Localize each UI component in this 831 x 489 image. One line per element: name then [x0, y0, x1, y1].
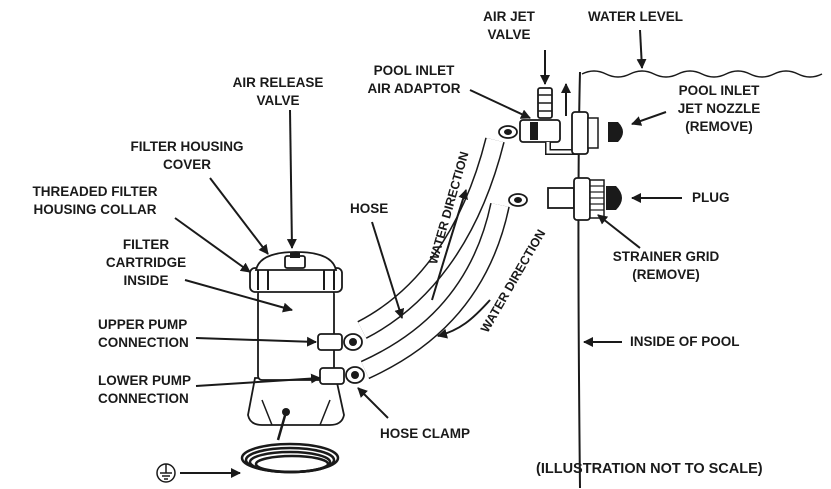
label-upper-pump-connection-line2: CONNECTION: [98, 335, 189, 350]
arrow-water-direction-lower: [437, 299, 491, 339]
label-lower-pump-connection-line2: CONNECTION: [98, 391, 189, 406]
label-air-jet-valve-line2: VALVE: [487, 27, 531, 42]
hose-lower: [360, 202, 510, 380]
arrow-strainer-grid: [597, 214, 641, 249]
label-pool-inlet-air-adaptor-line1: POOL INLET: [373, 63, 455, 78]
filter-pump: [247, 251, 345, 426]
label-plug: PLUG: [692, 189, 730, 207]
air-jet-valve: [537, 87, 553, 119]
hose-clamp-upper-pump: [343, 333, 363, 351]
label-pool-inlet-jet-nozzle-line2: JET NOZZLE: [677, 101, 761, 116]
label-not-to-scale-text: (ILLUSTRATION NOT TO SCALE): [536, 461, 763, 477]
label-plug-text: PLUG: [692, 190, 730, 205]
label-filter-cartridge-inside-line3: INSIDE: [123, 273, 169, 288]
label-inside-of-pool: INSIDE OF POOL: [630, 333, 740, 351]
label-inside-of-pool-text: INSIDE OF POOL: [630, 334, 740, 349]
label-pool-inlet-air-adaptor: POOL INLET AIR ADAPTOR: [356, 62, 472, 98]
label-air-release-valve-line1: AIR RELEASE: [232, 75, 324, 90]
pool-inlet-air-adaptor: [519, 119, 578, 155]
arrow-water-direction-upper: [431, 189, 468, 301]
hose-clamp-top: [498, 125, 518, 139]
label-filter-housing-cover-line2: COVER: [162, 157, 211, 172]
pool-inlet-fitting-flange: [571, 111, 599, 155]
label-air-jet-valve-line1: AIR JET: [483, 9, 535, 24]
arrow-lower-pump: [195, 373, 321, 387]
label-filter-housing-cover: FILTER HOUSING COVER: [116, 138, 258, 174]
arrow-water-level: [636, 29, 647, 69]
label-threaded-filter-housing-collar-line2: HOUSING COLLAR: [33, 202, 157, 217]
label-air-release-valve: AIR RELEASE VALVE: [222, 74, 334, 110]
arrow-hose-clamp: [357, 387, 389, 419]
label-pool-inlet-air-adaptor-line2: AIR ADAPTOR: [367, 81, 461, 96]
strainer-connector: [547, 177, 591, 221]
label-water-level-text: WATER LEVEL: [588, 9, 684, 24]
strainer-grid: [589, 179, 605, 219]
label-air-jet-valve: AIR JET VALVE: [474, 8, 544, 44]
arrow-threaded-collar: [174, 217, 251, 273]
label-hose: HOSE: [350, 200, 388, 218]
label-lower-pump-connection-line1: LOWER PUMP: [98, 373, 191, 388]
label-strainer-grid: STRAINER GRID (REMOVE): [598, 248, 734, 284]
label-filter-cartridge-inside-line1: FILTER: [122, 237, 170, 252]
label-hose-text: HOSE: [350, 201, 389, 216]
leader-arrows: [174, 29, 682, 478]
label-upper-pump-connection-line1: UPPER PUMP: [98, 317, 188, 332]
plug: [606, 186, 622, 210]
arrow-upper-pump: [195, 336, 317, 347]
label-threaded-filter-housing-collar-line1: THREADED FILTER: [32, 184, 158, 199]
label-hose-clamp-text: HOSE CLAMP: [380, 426, 471, 441]
pool-inlet-jet-nozzle: [608, 122, 623, 142]
power-cord: [240, 411, 340, 474]
label-filter-cartridge-inside-line2: CARTRIDGE: [105, 255, 187, 270]
hose-upper: [357, 137, 505, 339]
water-level-waves: [581, 70, 823, 78]
label-lower-pump-connection: LOWER PUMP CONNECTION: [98, 372, 191, 408]
label-hose-clamp: HOSE CLAMP: [380, 425, 470, 443]
arrow-pool-inlet-jet-nozzle: [631, 111, 667, 126]
arrow-pool-inlet-air-adaptor: [469, 89, 531, 119]
arrow-hose: [371, 221, 405, 319]
label-strainer-grid-line2: (REMOVE): [632, 267, 700, 282]
label-strainer-grid-line1: STRAINER GRID: [612, 249, 720, 264]
pool-wall: [577, 71, 581, 489]
label-pool-inlet-jet-nozzle-line3: (REMOVE): [685, 119, 753, 134]
label-upper-pump-connection: UPPER PUMP CONNECTION: [98, 316, 189, 352]
arrow-filter-housing-cover: [209, 177, 269, 255]
arrow-filter-cartridge: [184, 279, 293, 313]
arrow-air-release-valve: [286, 109, 297, 249]
hose-clamp-strainer: [508, 193, 528, 207]
hose-clamp-lower-pump: [345, 366, 365, 384]
label-pool-inlet-jet-nozzle: POOL INLET JET NOZZLE (REMOVE): [664, 82, 774, 136]
label-threaded-filter-housing-collar: THREADED FILTER HOUSING COLLAR: [18, 183, 172, 219]
label-not-to-scale: (ILLUSTRATION NOT TO SCALE): [536, 460, 763, 478]
label-pool-inlet-jet-nozzle-line1: POOL INLET: [678, 83, 760, 98]
label-filter-cartridge-inside: FILTER CARTRIDGE INSIDE: [98, 236, 194, 290]
ground-symbol-icon: [156, 463, 176, 483]
label-water-level: WATER LEVEL: [588, 8, 683, 26]
label-air-release-valve-line2: VALVE: [256, 93, 300, 108]
label-filter-housing-cover-line1: FILTER HOUSING: [130, 139, 244, 154]
